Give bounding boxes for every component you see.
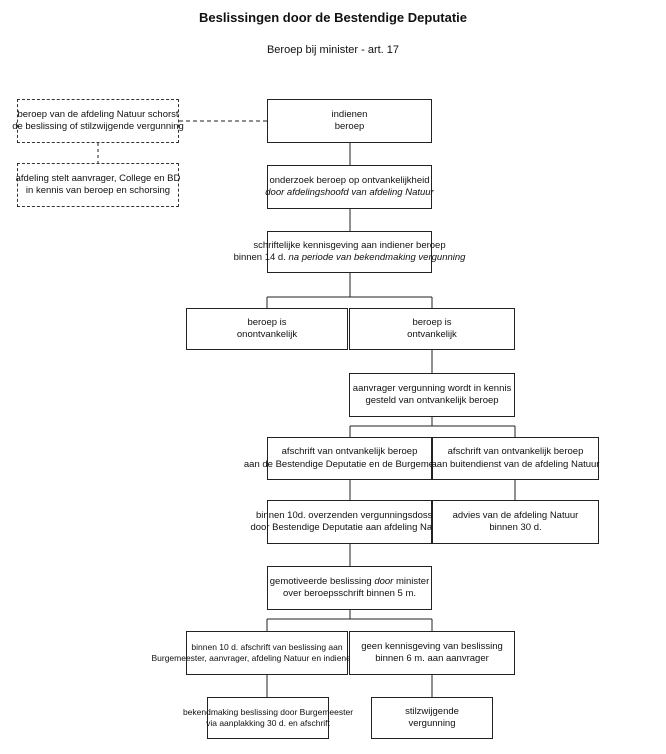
box-schorst: beroep van de afdeling Natuur schorst de… (12, 99, 184, 143)
diagram-subtitle: Beroep bij minister - art. 17 (266, 44, 400, 56)
box-gemotiveerde-beslissing: gemotiveerde beslissing door minister ov… (267, 566, 432, 610)
box-onontvankelijk: beroep is onontvankelijk (186, 308, 348, 350)
box-advies: advies van de afdeling Natuur binnen 30 … (432, 500, 599, 544)
box-geen-kennisgeving: geen kennisgeving van beslissing binnen … (349, 631, 515, 675)
box-bekendmaking: bekendmaking beslissing door Burgemeeste… (183, 697, 353, 739)
box-kennis-aanvrager: afdeling stelt aanvrager, College en BD … (16, 163, 180, 207)
box-afschrift-beslissing: binnen 10 d. afschrift van beslissing aa… (151, 631, 383, 675)
box-onderzoek: onderzoek beroep op ontvankelijkheid doo… (265, 165, 434, 209)
box-indienen-beroep: indienen beroep (267, 99, 432, 143)
box-overzenden: binnen 10d. overzenden vergunningsdossie… (250, 500, 449, 544)
box-stilzwijgende-vergunning: stilzwijgende vergunning (371, 697, 493, 739)
box-ontvankelijk: beroep is ontvankelijk (349, 308, 515, 350)
box-afschrift-buitendienst: afschrift van ontvankelijk beroep aan bu… (432, 437, 599, 480)
box-aanvrager-kennis: aanvrager vergunning wordt in kennis ges… (349, 373, 515, 417)
box-kennisgeving: schriftelijke kennisgeving aan indiener … (234, 231, 465, 273)
box-afschrift-bd: afschrift van ontvankelijk beroep aan de… (244, 437, 455, 480)
diagram-title: Beslissingen door de Bestendige Deputati… (199, 10, 467, 25)
